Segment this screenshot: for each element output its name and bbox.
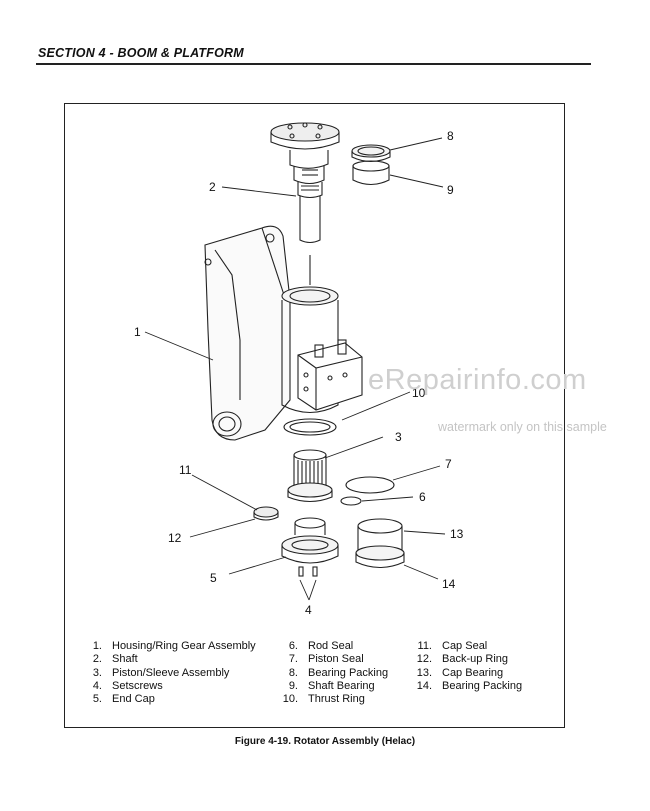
legend-item: 8.Bearing Packing bbox=[288, 666, 389, 679]
callout-14: 14 bbox=[442, 577, 456, 591]
watermark-subtext: watermark only on this sample bbox=[438, 420, 607, 434]
end-cap bbox=[281, 517, 339, 564]
legend-column-2: 6.Rod Seal 7.Piston Seal 8.Bearing Packi… bbox=[278, 640, 388, 706]
legend-item: 9.Shaft Bearing bbox=[288, 679, 375, 692]
port-block bbox=[297, 339, 363, 411]
callout-9: 9 bbox=[447, 183, 454, 197]
callout-10: 10 bbox=[412, 386, 426, 400]
legend-item: 12.Back-up Ring bbox=[416, 653, 509, 666]
legend-item: 10.Thrust Ring bbox=[282, 693, 365, 706]
callout-2: 2 bbox=[209, 180, 216, 194]
legend-item: 4.Setscrews bbox=[92, 679, 163, 692]
callout-5: 5 bbox=[210, 571, 217, 585]
callout-1: 1 bbox=[134, 325, 141, 339]
shaft-flange bbox=[270, 122, 340, 185]
legend-item: 11.Cap Seal bbox=[417, 640, 488, 652]
callout-6: 6 bbox=[419, 490, 426, 504]
legend-item: 6.Rod Seal bbox=[288, 640, 354, 652]
callout-12: 12 bbox=[168, 531, 182, 545]
piston-sleeve bbox=[287, 449, 333, 503]
legend-item: 1.Housing/Ring Gear Assembly bbox=[92, 640, 256, 652]
legend-item: 7.Piston Seal bbox=[288, 653, 364, 666]
legend-item: 14.Bearing Packing bbox=[416, 679, 523, 692]
callout-7: 7 bbox=[445, 457, 452, 471]
legend-item: 5.End Cap bbox=[92, 693, 155, 706]
callout-8: 8 bbox=[447, 129, 454, 143]
callout-11: 11 bbox=[179, 463, 192, 477]
shaft-body bbox=[297, 169, 323, 244]
watermark-text: eRepairinfo.com bbox=[368, 364, 587, 396]
callout-3: 3 bbox=[395, 430, 402, 444]
housing bbox=[204, 225, 291, 441]
legend-column-3: 11.Cap Seal 12.Back-up Ring 13.Cap Beari… bbox=[412, 640, 522, 693]
figure-frame bbox=[64, 103, 565, 728]
legend-item: 13.Cap Bearing bbox=[416, 666, 504, 679]
legend-item: 2.Shaft bbox=[92, 653, 138, 666]
callout-13: 13 bbox=[450, 527, 464, 541]
legend-column-1: 1.Housing/Ring Gear Assembly 2.Shaft 3.P… bbox=[82, 640, 256, 706]
section-title: SECTION 4 - BOOM & PLATFORM bbox=[38, 46, 244, 60]
figure-caption: Figure 4-19. Rotator Assembly (Helac) bbox=[234, 736, 416, 747]
callout-4: 4 bbox=[305, 603, 312, 617]
section-rule bbox=[36, 63, 591, 65]
cylinder-body bbox=[281, 255, 339, 414]
legend-item: 3.Piston/Sleeve Assembly bbox=[92, 666, 230, 679]
